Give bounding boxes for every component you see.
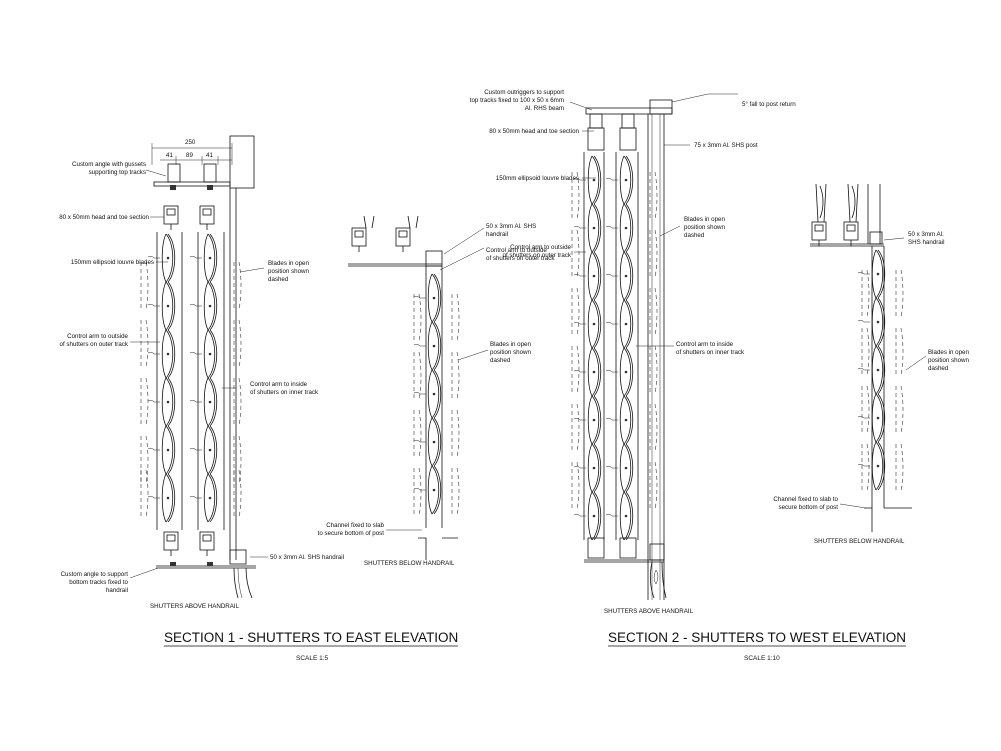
label-bottom-angle-3: handrail xyxy=(106,587,128,594)
label-s2b-handrail-1: 50 x 3mm Al. xyxy=(908,231,944,238)
label-s2-control-outer-2: of shutters on outer track xyxy=(503,252,572,259)
section2-below-drawing xyxy=(810,183,927,532)
section1-above-drawing xyxy=(129,135,268,599)
label-s1b-channel-1: Channel fixed to slab xyxy=(326,522,384,529)
label-s2b-open-3: dashed xyxy=(928,365,949,372)
label-s2-open-2: position shown xyxy=(684,224,725,231)
label-blades-open-2: position shown xyxy=(268,268,309,275)
label-s1b-handrail-1: 50 x 3mm Al. SHS xyxy=(486,223,536,230)
caption-s2-below: SHUTTERS BELOW HANDRAIL xyxy=(814,538,905,545)
dim-mid: 89 xyxy=(186,152,193,159)
label-fall: 5° fall to post return xyxy=(742,101,796,108)
label-outriggers-1: Custom outriggers to support xyxy=(484,89,564,96)
label-control-outer-1: Control arm to outside xyxy=(67,333,128,340)
label-custom-angle-top-1: Custom angle with gussets xyxy=(72,161,146,168)
label-s2-control-inner-2: of shutters on inner track xyxy=(676,349,745,356)
section2-above-drawing xyxy=(569,93,738,600)
label-s2-open-1: Blades in open xyxy=(684,216,725,223)
scale-section2: SCALE 1:10 xyxy=(744,655,780,662)
label-s1b-open-1: Blades in open xyxy=(490,341,531,348)
title-section2: SECTION 2 - SHUTTERS TO WEST ELEVATION xyxy=(608,630,906,645)
label-s2-head-toe: 80 x 50mm head and toe section xyxy=(489,128,579,135)
label-s2b-handrail-2: SHS handrail xyxy=(908,239,944,246)
label-custom-angle-top-2: supporting top tracks xyxy=(89,169,146,176)
label-blades-open-1: Blades in open xyxy=(268,260,309,267)
label-control-inner-1: Control arm to inside xyxy=(250,381,308,388)
label-louvre: 150mm ellipsoid louvre blades xyxy=(71,259,154,266)
label-bottom-angle-1: Custom angle to support xyxy=(61,571,129,578)
label-s1b-control-2: of shutters on outer track xyxy=(486,255,555,262)
label-post: 75 x 3mm Al. SHS post xyxy=(694,142,758,149)
label-s1b-handrail-2: handrail xyxy=(486,231,508,238)
caption-s1-above: SHUTTERS ABOVE HANDRAIL xyxy=(150,603,240,610)
label-s2b-open-1: Blades in open xyxy=(928,349,969,356)
label-s1b-control-1: Control arm to outside xyxy=(486,247,547,254)
caption-s1-below: SHUTTERS BELOW HANDRAIL xyxy=(364,560,455,567)
section1-below-drawing xyxy=(348,215,489,560)
dim-right: 41 xyxy=(206,152,213,159)
label-handrail: 50 x 3mm Al. SHS handrail xyxy=(270,554,344,561)
label-head-toe: 80 x 50mm head and toe section xyxy=(59,214,149,221)
label-s2b-channel-1: Channel fixed to slab to xyxy=(773,496,838,503)
label-outriggers-3: Al. RHS beam xyxy=(525,105,564,112)
label-s2-control-inner-1: Control arm to inside xyxy=(676,341,734,348)
label-s1b-channel-2: to secure bottom of post xyxy=(318,530,385,537)
label-s1b-open-2: position shown xyxy=(490,349,531,356)
label-s2-control-outer-1: Control arm to outside xyxy=(510,244,571,251)
label-control-outer-2: of shutters on outer track xyxy=(60,341,129,348)
label-s2-open-3: dashed xyxy=(684,232,705,239)
title-section1: SECTION 1 - SHUTTERS TO EAST ELEVATION xyxy=(164,630,458,645)
label-s2-louvre: 150mm ellipsoid louvre blades xyxy=(496,175,579,182)
label-control-inner-2: of shutters on inner track xyxy=(250,389,319,396)
label-blades-open-3: dashed xyxy=(268,276,289,283)
label-s2b-channel-2: secure bottom of post xyxy=(778,504,838,511)
label-s1b-open-3: dashed xyxy=(490,357,511,364)
scale-section1: SCALE 1:5 xyxy=(296,655,329,662)
dim-overall: 250 xyxy=(185,139,196,146)
caption-s2-above: SHUTTERS ABOVE HANDRAIL xyxy=(604,608,694,615)
dim-left: 41 xyxy=(166,152,173,159)
label-bottom-angle-2: bottom tracks fixed to xyxy=(69,579,128,586)
label-s2b-open-2: position shown xyxy=(928,357,969,364)
label-outriggers-2: top tracks fixed to 100 x 50 x 6mm xyxy=(470,97,564,104)
